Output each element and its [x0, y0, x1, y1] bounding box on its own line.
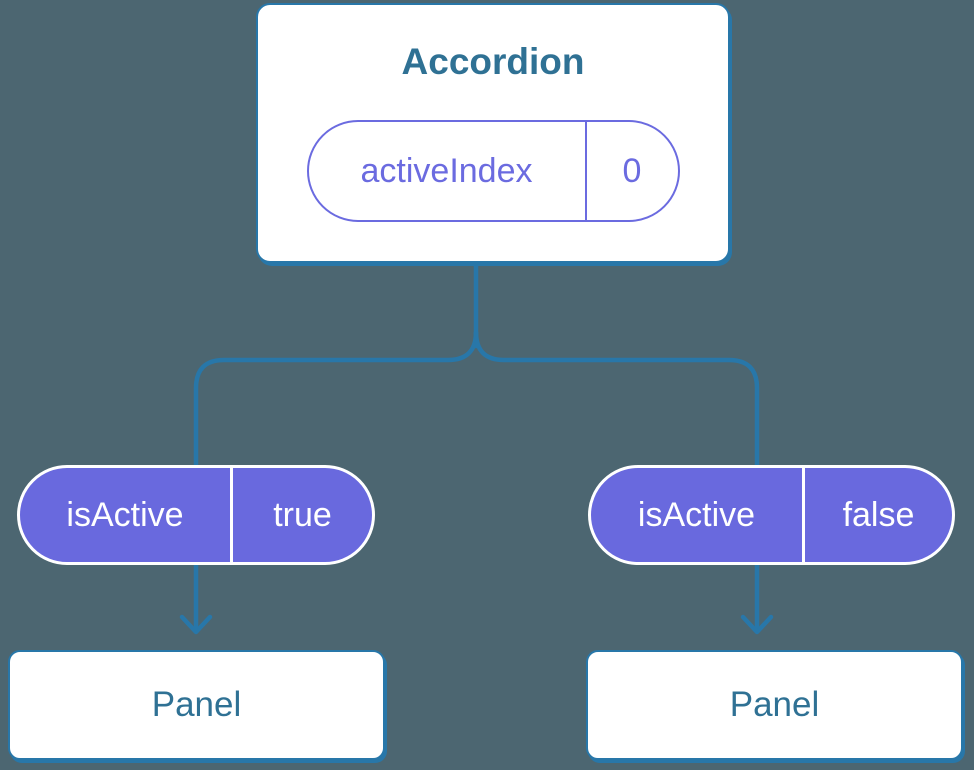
- state-name-label: activeIndex: [360, 151, 533, 190]
- prop-pill-isactive-true: isActive true: [17, 465, 375, 565]
- arrow-down-icon: [740, 614, 774, 635]
- accordion-component-card: Accordion activeIndex 0: [256, 3, 730, 263]
- prop-name-label: isActive: [637, 495, 756, 534]
- state-pill-activeindex: activeIndex 0: [306, 120, 680, 222]
- prop-pill-isactive-false: isActive false: [588, 465, 955, 565]
- prop-name-label: isActive: [66, 495, 184, 534]
- prop-value-label: true: [230, 468, 372, 562]
- component-title: Panel: [151, 685, 242, 724]
- arrow-down-icon: [179, 614, 213, 635]
- component-title: Panel: [729, 685, 820, 724]
- left-branch-line: [193, 331, 479, 631]
- prop-value-label: false: [802, 468, 952, 562]
- panel-component-card-right: Panel: [586, 650, 963, 760]
- state-value-label: 0: [584, 122, 678, 220]
- component-title: Accordion: [401, 41, 585, 82]
- panel-component-card-left: Panel: [8, 650, 385, 760]
- right-branch-line: [473, 331, 760, 631]
